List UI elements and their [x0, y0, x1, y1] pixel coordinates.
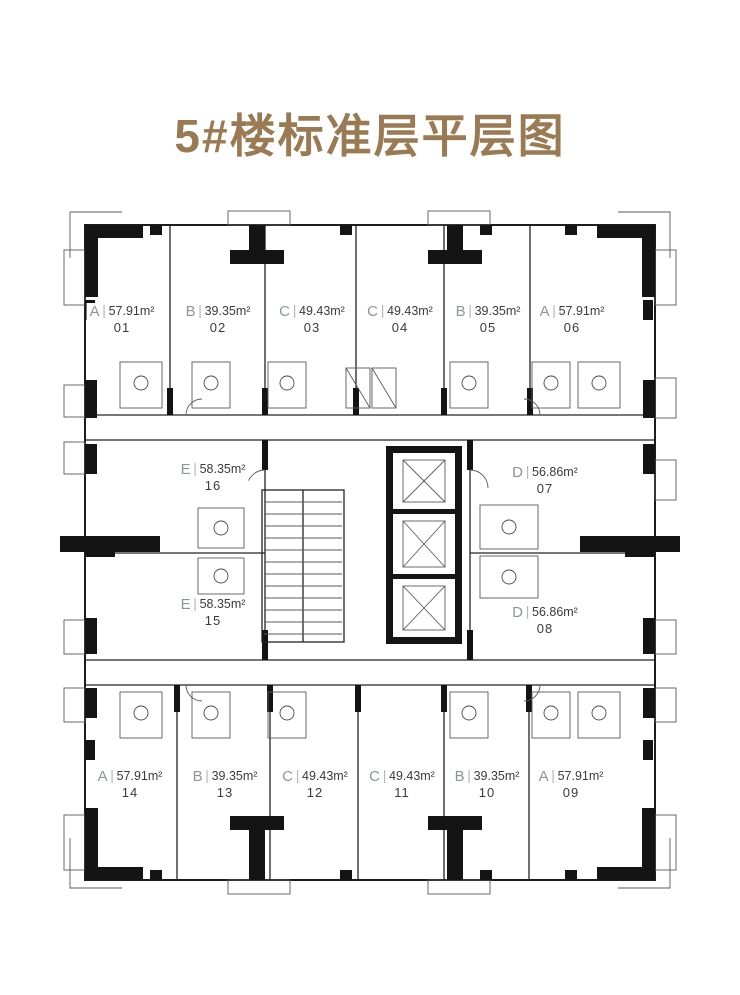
unit-number: 06: [563, 320, 581, 336]
label-divider: [103, 305, 105, 319]
label-divider: [526, 466, 528, 480]
unit-label-02: B 39.35m² 02: [182, 303, 254, 337]
unit-area: 49.43m²: [301, 769, 348, 784]
unit-number: 10: [478, 785, 496, 801]
unit-area: 49.43m²: [298, 304, 345, 319]
label-divider: [206, 770, 208, 784]
unit-type: C: [367, 303, 378, 320]
label-divider: [111, 770, 113, 784]
unit-label-12: C 49.43m² 12: [279, 768, 351, 802]
unit-area: 57.91m²: [116, 769, 163, 784]
unit-type: B: [454, 768, 465, 785]
unit-type: D: [512, 604, 523, 621]
unit-type: A: [97, 768, 108, 785]
unit-area: 39.35m²: [211, 769, 258, 784]
staircase: [261, 489, 345, 643]
label-divider: [199, 305, 201, 319]
unit-label-14: A 57.91m² 14: [94, 768, 166, 802]
bathroom-fixtures: [119, 361, 621, 739]
unit-type: E: [180, 596, 191, 613]
unit-label-06: A 57.91m² 06: [536, 303, 608, 337]
unit-number: 02: [209, 320, 227, 336]
unit-area: 57.91m²: [558, 304, 605, 319]
door-arcs: [185, 398, 541, 702]
unit-type: C: [282, 768, 293, 785]
unit-number: 07: [536, 481, 554, 497]
unit-label-03: C 49.43m² 03: [276, 303, 348, 337]
unit-label-16: E 58.35m² 16: [177, 461, 249, 495]
page-title: 5#楼标准层平层图: [174, 110, 566, 162]
unit-label-01: A 57.91m² 01: [86, 303, 158, 337]
unit-number: 05: [479, 320, 497, 336]
structural-walls: [60, 225, 680, 880]
unit-label-07: D 56.86m² 07: [509, 464, 581, 498]
label-divider: [552, 770, 554, 784]
unit-area: 58.35m²: [199, 462, 246, 477]
unit-number: 12: [306, 785, 324, 801]
unit-type: C: [369, 768, 380, 785]
unit-number: 16: [204, 478, 222, 494]
unit-area: 57.91m²: [557, 769, 604, 784]
unit-label-05: B 39.35m² 05: [452, 303, 524, 337]
interior-walls: [85, 225, 655, 880]
unit-type: A: [89, 303, 100, 320]
unit-label-11: C 49.43m² 11: [366, 768, 438, 802]
unit-area: 49.43m²: [388, 769, 435, 784]
duct-shafts: [345, 367, 397, 409]
unit-area: 39.35m²: [204, 304, 251, 319]
unit-label-15: E 58.35m² 15: [177, 596, 249, 630]
label-divider: [553, 305, 555, 319]
unit-number: 15: [204, 613, 222, 629]
unit-area: 56.86m²: [531, 605, 578, 620]
unit-number: 01: [113, 320, 131, 336]
unit-type: A: [539, 303, 550, 320]
unit-area: 58.35m²: [199, 597, 246, 612]
label-divider: [296, 770, 298, 784]
unit-number: 04: [391, 320, 409, 336]
unit-type: C: [279, 303, 290, 320]
unit-area: 57.91m²: [108, 304, 155, 319]
unit-number: 11: [394, 785, 410, 801]
unit-area: 56.86m²: [531, 465, 578, 480]
unit-number: 13: [216, 785, 234, 801]
unit-label-13: B 39.35m² 13: [189, 768, 261, 802]
elevator-core: [386, 446, 462, 644]
label-divider: [194, 598, 196, 612]
unit-type: D: [512, 464, 523, 481]
label-divider: [468, 770, 470, 784]
unit-area: 39.35m²: [473, 769, 520, 784]
label-divider: [469, 305, 471, 319]
unit-number: 08: [536, 621, 554, 637]
unit-type: A: [538, 768, 549, 785]
unit-number: 14: [121, 785, 139, 801]
unit-area: 49.43m²: [386, 304, 433, 319]
label-divider: [526, 606, 528, 620]
label-divider: [194, 463, 196, 477]
unit-type: E: [180, 461, 191, 478]
unit-area: 39.35m²: [474, 304, 521, 319]
label-divider: [383, 770, 385, 784]
unit-type: B: [185, 303, 196, 320]
unit-type: B: [192, 768, 203, 785]
unit-number: 09: [562, 785, 580, 801]
unit-label-10: B 39.35m² 10: [451, 768, 523, 802]
unit-number: 03: [303, 320, 321, 336]
unit-type: B: [455, 303, 466, 320]
unit-label-09: A 57.91m² 09: [535, 768, 607, 802]
label-divider: [381, 305, 383, 319]
unit-label-08: D 56.86m² 08: [509, 604, 581, 638]
label-divider: [293, 305, 295, 319]
unit-label-04: C 49.43m² 04: [364, 303, 436, 337]
